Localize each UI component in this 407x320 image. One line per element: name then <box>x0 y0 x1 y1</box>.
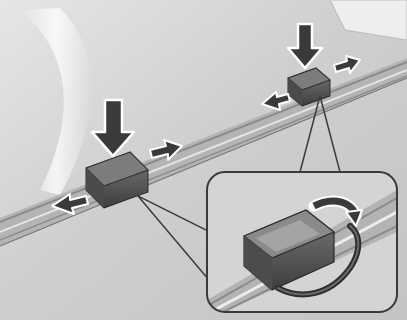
inset-detail <box>207 172 397 320</box>
